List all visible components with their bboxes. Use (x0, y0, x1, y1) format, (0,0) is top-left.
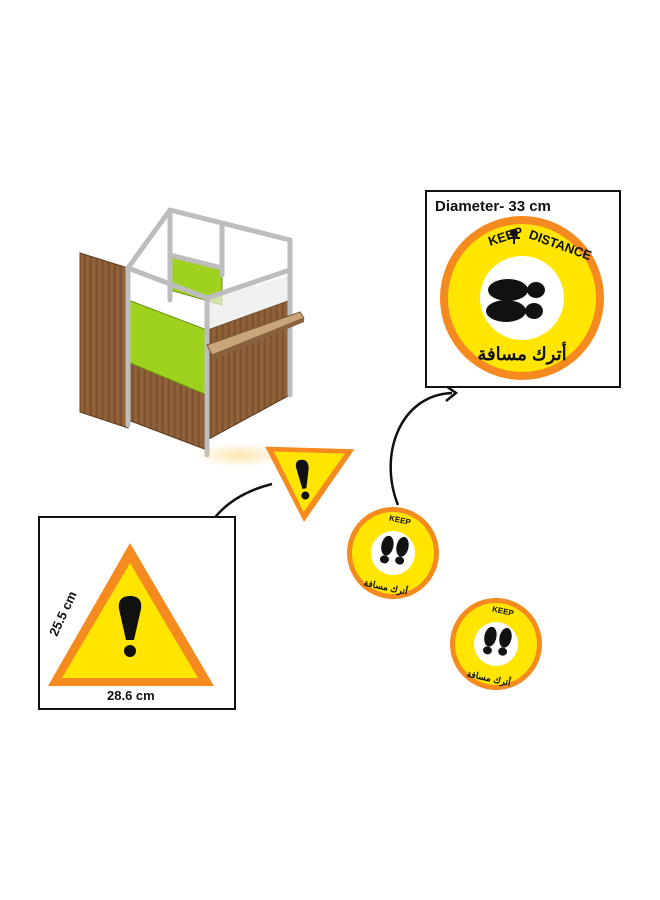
footprints-icon (486, 279, 545, 322)
person-icon (508, 229, 520, 244)
exclamation-icon (295, 459, 310, 500)
keep-distance-sticker-floor-1: KEEP أترك مسافة (347, 507, 439, 599)
arrow-to-circle-detail (389, 384, 459, 506)
footprints-icon (380, 535, 409, 565)
booth-illustration (79, 207, 305, 467)
triangle-width-label: 28.6 cm (107, 688, 155, 703)
diameter-label: Diameter- 33 cm (435, 198, 551, 215)
exclamation-icon (118, 596, 142, 657)
triangle-warning-sticker-floor (265, 446, 355, 522)
keep-distance-sticker-floor-2: KEEP أترك مسافة (450, 598, 542, 690)
arabic-text: أترك مسافة (477, 342, 566, 365)
footprints-icon (483, 626, 512, 656)
